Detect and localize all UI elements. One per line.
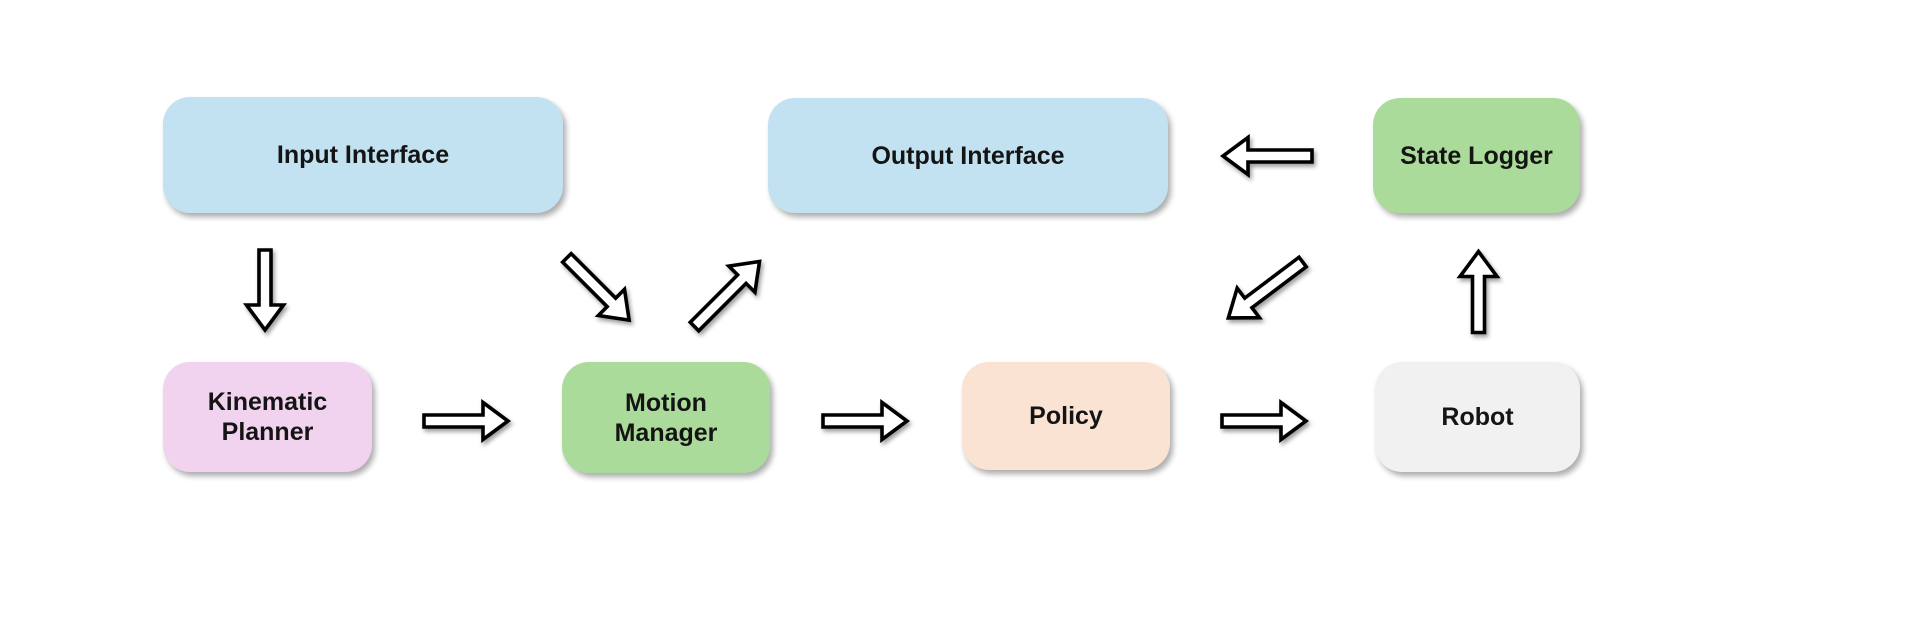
arrow-down-right-icon: [554, 251, 642, 323]
arrow-right-icon: [422, 398, 512, 444]
arrow-up-icon: [1438, 248, 1519, 335]
node-label: Policy: [1029, 402, 1103, 430]
node-label: Input Interface: [276, 141, 450, 169]
node-state-logger: State Logger: [1373, 98, 1580, 213]
node-motion-manager: Motion Manager: [562, 362, 770, 473]
arrow-left-icon: [1219, 133, 1314, 179]
node-robot: Robot: [1375, 362, 1580, 472]
node-policy: Policy: [962, 362, 1170, 470]
node-label: Output Interface: [871, 141, 1065, 170]
node-input-interface: Input Interface: [163, 97, 563, 213]
node-kinematic-planner: Kinematic Planner: [163, 362, 372, 472]
arrow-right-icon: [821, 398, 911, 444]
node-output-interface: Output Interface: [768, 98, 1168, 213]
node-label: Robot: [1441, 403, 1514, 431]
node-label: Kinematic Planner: [207, 388, 328, 446]
arrow-down-left-icon: [1219, 254, 1312, 320]
node-label: Motion Manager: [614, 388, 718, 447]
arrow-down-icon: [225, 248, 305, 334]
node-label: State Logger: [1400, 141, 1553, 170]
arrow-up-right-icon: [681, 259, 773, 334]
arrow-right-icon: [1220, 398, 1310, 444]
